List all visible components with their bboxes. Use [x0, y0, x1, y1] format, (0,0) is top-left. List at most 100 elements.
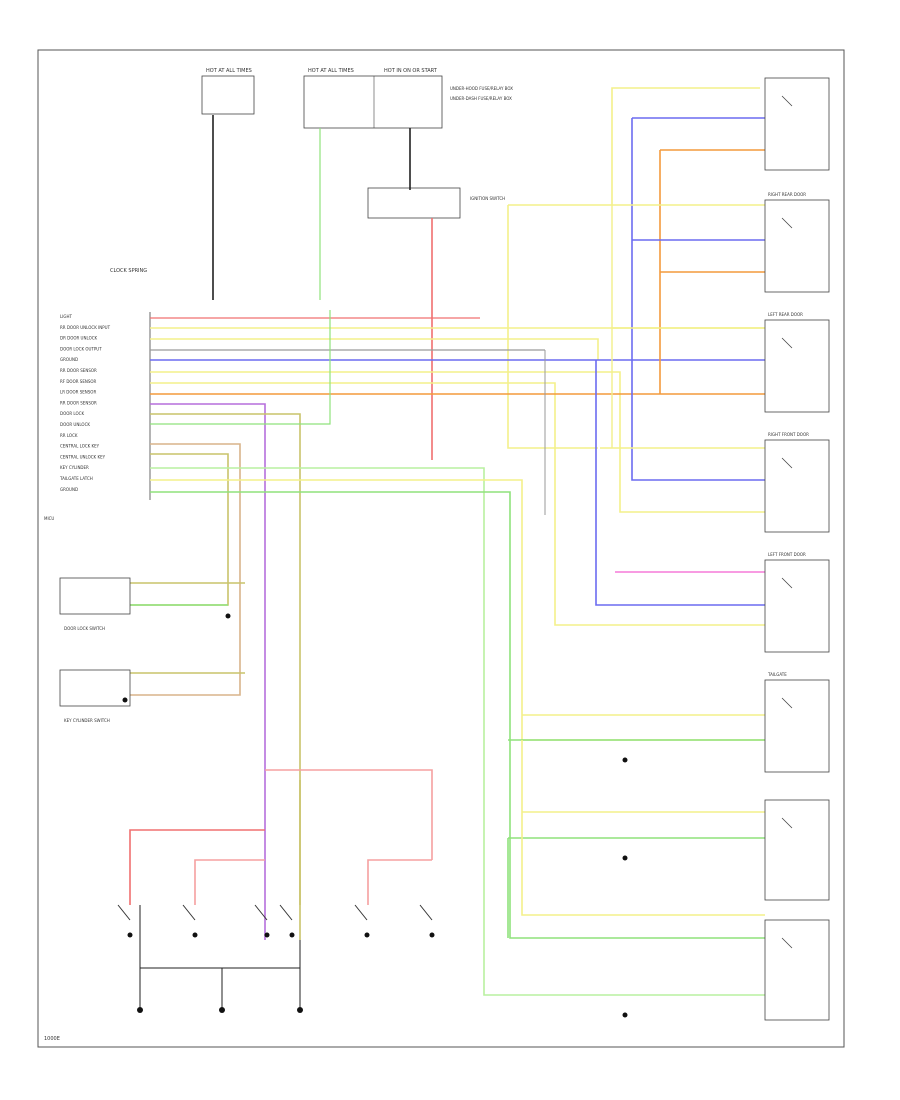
- ignition-switch: IGNITION SWITCH: [367, 187, 505, 219]
- micu-pin-7: LR DOOR SENSOR: [60, 390, 96, 395]
- wire-red-left: [129, 829, 265, 905]
- relay-contact-5: [429, 932, 435, 938]
- ground-dot-0: [622, 757, 628, 763]
- relay-contact-3: [289, 932, 295, 938]
- door-switch-6: [781, 817, 793, 829]
- trunk-blu-3: [595, 360, 765, 606]
- door-box-5: [764, 679, 830, 773]
- door-actuator-column: RIGHT REAR DOOR LEFT REAR DOOR RIGHT FRONT…: [764, 77, 830, 1021]
- micu-pin-14: KEY CYLINDER: [60, 465, 89, 470]
- relay-switch-0: [117, 904, 131, 921]
- door-switch-3: [781, 457, 793, 469]
- fuse3-label: HOT IN ON OR START: [384, 68, 438, 74]
- fuse-box-1: [201, 75, 255, 115]
- ground-points: [122, 613, 628, 1018]
- micu-pin-9: DOOR LOCK: [60, 411, 84, 416]
- fuse1-label: HOT AT ALL TIMES: [206, 68, 252, 74]
- micu-pin-16: GROUND: [60, 487, 78, 492]
- relay-contact-1: [192, 932, 198, 938]
- door-name-3: LEFT FRONT DOOR: [768, 552, 806, 557]
- door-name-4: TAILGATE: [767, 672, 787, 677]
- key-cyl-label: KEY CYLINDER SWITCH: [64, 718, 110, 723]
- wire-6: [150, 382, 765, 626]
- door-box-6: [764, 799, 830, 901]
- door-switch-0: [781, 95, 793, 107]
- wire-harness: [129, 87, 765, 1010]
- micu-pin-10: DOOR UNLOCK: [60, 422, 90, 427]
- wire-pink-right: [367, 859, 432, 905]
- ign-switch-label: IGNITION SWITCH: [470, 196, 505, 201]
- wire-14: [150, 479, 765, 741]
- door-box-4: [764, 559, 830, 653]
- ground-dot-4: [225, 613, 231, 619]
- wire-15: [150, 491, 765, 939]
- micu-pin-2: DR DOOR UNLOCK: [60, 336, 98, 341]
- micu-pin-4: GROUND: [60, 357, 78, 362]
- ground-1: [219, 1007, 225, 1013]
- door-name-0: RIGHT REAR DOOR: [768, 192, 806, 197]
- wire-pink-top: [265, 769, 433, 860]
- wire-yel-feed: [508, 87, 760, 206]
- micu-pin-8: RR DOOR SENSOR: [60, 400, 97, 405]
- lf-switch-label: DOOR LOCK SWITCH: [64, 626, 105, 631]
- ground-dot-1: [622, 855, 628, 861]
- micu-pin-5: RR DOOR SENSOR: [60, 368, 97, 373]
- wire-8: [150, 403, 266, 770]
- relay-switch-5: [419, 904, 433, 921]
- trunk-blu-2: [631, 360, 765, 481]
- micu-pin-15: TAILGATE LATCH: [59, 476, 93, 481]
- relay-contact-2: [264, 932, 270, 938]
- micu-pin-12: CENTRAL LOCK KEY: [60, 444, 100, 449]
- fuse-box-2: [303, 75, 443, 129]
- micu-label: MICU: [44, 516, 54, 521]
- door-switch-5: [781, 697, 793, 709]
- lock-switch-lf: DOOR LOCK SWITCH: [59, 577, 131, 631]
- door-switch-7: [781, 937, 793, 949]
- micu-pin-3: DOOR LOCK OUTPUT: [60, 346, 102, 351]
- relay-switch-4: [354, 904, 368, 921]
- lock-switch-rf: KEY CYLINDER SWITCH: [59, 669, 131, 723]
- relay-box-label: UNDER-DASH FUSE/RELAY BOX: [450, 96, 512, 101]
- ground-0: [137, 1007, 143, 1013]
- door-box-1: [764, 199, 830, 293]
- wire-lock-tg: [521, 740, 765, 916]
- door-name-2: RIGHT FRONT DOOR: [768, 432, 809, 437]
- diagram-code: 1000E: [44, 1036, 60, 1042]
- wire-yel-top: [507, 205, 598, 449]
- ground-dot-2: [622, 1012, 628, 1018]
- wire-13: [150, 467, 765, 996]
- relay-switch-2: [254, 904, 268, 921]
- fuse-sub-label: UNDER-HOOD FUSE/RELAY BOX: [450, 86, 513, 91]
- relay-switch-3: [279, 904, 293, 921]
- door-box-3: [764, 439, 830, 533]
- wire-10: [150, 310, 331, 425]
- micu-pin-6: RF DOOR SENSOR: [60, 379, 97, 384]
- micu-pin-13: CENTRAL UNLOCK KEY: [60, 454, 106, 459]
- wire-9: [150, 413, 301, 940]
- door-box-7: [764, 919, 830, 1021]
- ground-2: [297, 1007, 303, 1013]
- wire-pink-left: [194, 859, 265, 905]
- wire-2: [150, 338, 599, 360]
- door-switch-2: [781, 337, 793, 349]
- micu-pin-1: RR DOOR UNLOCK INPUT: [60, 325, 111, 330]
- relay-switch-1: [182, 904, 196, 921]
- door-name-1: LEFT REAR DOOR: [768, 312, 803, 317]
- micu-block: CLOCK SPRING LIGHT RR DOOR UNLOCK INPUT DR…: [44, 268, 151, 521]
- bottom-relay-switches: [117, 904, 435, 938]
- ground-dot-3: [122, 697, 128, 703]
- fuse2-label: HOT AT ALL TIMES: [308, 68, 354, 74]
- fuse-group: HOT AT ALL TIMES HOT AT ALL TIMES HOT IN…: [201, 68, 513, 129]
- diagram-frame: [37, 49, 845, 1048]
- door-switch-4: [781, 577, 793, 589]
- micu-pin-list: LIGHT RR DOOR UNLOCK INPUT DR DOOR UNLOCK D…: [59, 314, 111, 492]
- wire-5: [150, 371, 765, 513]
- wire-11: [130, 443, 241, 696]
- micu-connector-label: CLOCK SPRING: [110, 268, 147, 274]
- relay-contact-4: [364, 932, 370, 938]
- door-box-0: [764, 77, 830, 171]
- relay-contact-0: [127, 932, 133, 938]
- micu-pin-0: LIGHT: [60, 314, 73, 319]
- door-box-2: [764, 319, 830, 413]
